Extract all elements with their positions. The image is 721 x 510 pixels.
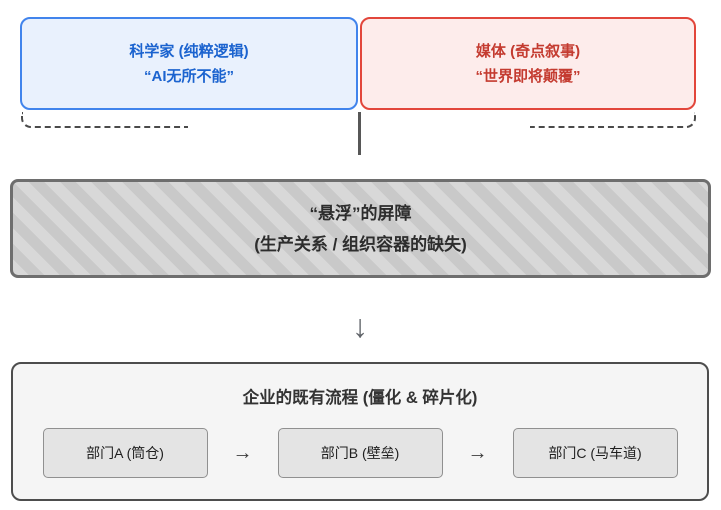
scientist-box-quote: “AI无所不能” — [143, 67, 234, 85]
department-a-box: 部门A (筒仓) — [42, 428, 208, 478]
department-row: 部门A (筒仓) → 部门B (壁垒) → 部门C (马车道) — [13, 428, 707, 478]
media-box-quote: “世界即将颠覆” — [475, 67, 581, 85]
down-arrow-icon: ↓ — [352, 308, 368, 344]
enterprise-process-title: 企业的既有流程 (僵化 & 碎片化) — [242, 389, 478, 407]
barrier-subtitle: (生产关系 / 组织容器的缺失) — [254, 234, 467, 254]
right-arrow-icon: → — [467, 441, 488, 464]
barrier-title: “悬浮”的屏障 — [309, 203, 412, 223]
dashed-connector-right — [530, 112, 696, 128]
scientist-box-title: 科学家 (纯粹逻辑) — [129, 42, 249, 60]
right-arrow-icon: → — [232, 441, 253, 464]
department-b-box: 部门B (壁垒) — [277, 428, 443, 478]
media-box: 媒体 (奇点叙事) “世界即将颠覆” — [360, 17, 696, 110]
department-c-box: 部门C (马车道) — [512, 428, 678, 478]
scientist-box: 科学家 (纯粹逻辑) “AI无所不能” — [20, 17, 358, 110]
dashed-connector-left — [21, 112, 188, 128]
barrier-box: “悬浮”的屏障 (生产关系 / 组织容器的缺失) — [10, 179, 711, 278]
media-box-title: 媒体 (奇点叙事) — [475, 42, 581, 60]
vertical-drop-line — [358, 112, 361, 155]
enterprise-process-box: 企业的既有流程 (僵化 & 碎片化) 部门A (筒仓) → 部门B (壁垒) →… — [11, 362, 709, 501]
